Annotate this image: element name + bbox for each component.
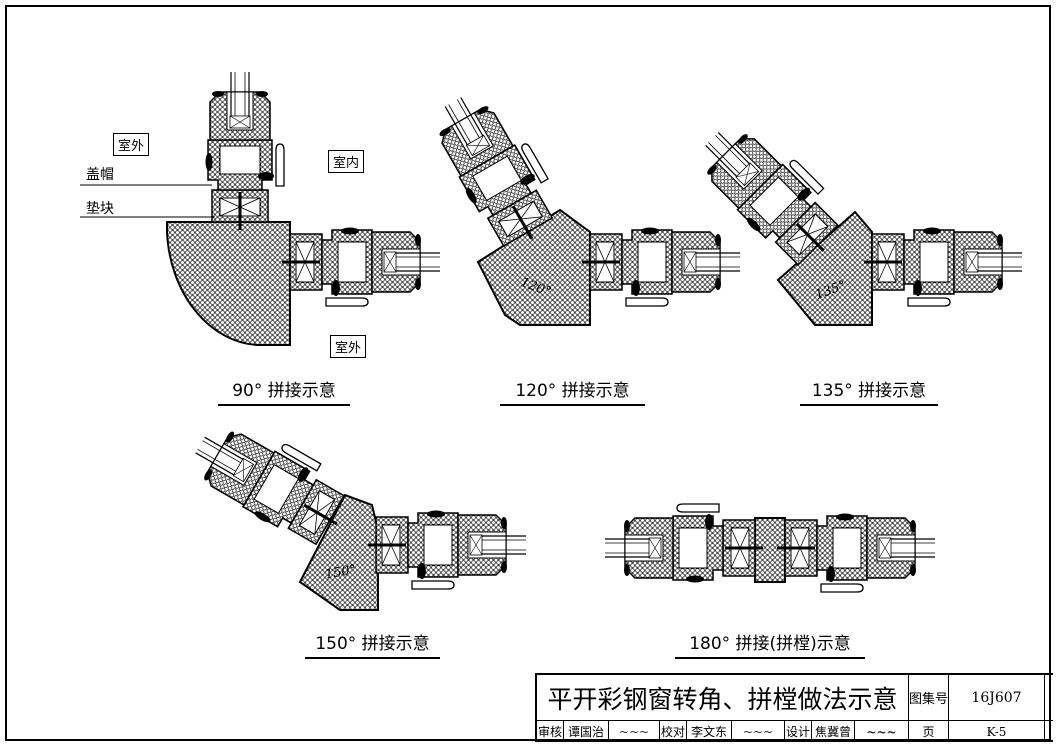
caption-180: 180° 拼接(拼樘)示意 bbox=[675, 629, 865, 659]
caption-135: 135° 拼接示意 bbox=[800, 376, 938, 406]
joint-135-drawing bbox=[686, 106, 1024, 326]
joint-180-drawing bbox=[603, 502, 937, 594]
label-outdoor-2: 室外 bbox=[330, 335, 367, 358]
label-cap: 盖帽 bbox=[86, 167, 114, 183]
drawing-title: 平开彩钢窗转角、拼樘做法示意 bbox=[537, 675, 909, 720]
label-outdoor: 室外 bbox=[113, 133, 150, 156]
check-label: 校对 bbox=[660, 721, 687, 742]
page-label: 页 bbox=[909, 721, 949, 742]
checker-signature: ~~~ bbox=[732, 721, 785, 742]
label-indoor: 室内 bbox=[328, 150, 365, 173]
sheet-border bbox=[5, 5, 1051, 741]
checker-name: 李文东 bbox=[687, 721, 732, 742]
review-label: 审核 bbox=[537, 721, 564, 742]
joint-120-drawing bbox=[421, 78, 742, 326]
atlas-label: 图集号 bbox=[909, 675, 949, 720]
caption-150: 150° 拼接示意 bbox=[305, 629, 440, 659]
designer-signature: ~~~ bbox=[855, 721, 909, 742]
caption-120: 120° 拼接示意 bbox=[500, 376, 645, 406]
designer-name: 焦冀曾 bbox=[812, 721, 855, 742]
reviewer-name: 谭国治 bbox=[564, 721, 609, 742]
design-label: 设计 bbox=[785, 721, 812, 742]
label-spacer: 垫块 bbox=[86, 201, 114, 217]
reviewer-signature: ~~~ bbox=[609, 721, 660, 742]
caption-90: 90° 拼接示意 bbox=[218, 376, 350, 406]
joint-90-drawing bbox=[80, 70, 442, 346]
page-number: K-5 bbox=[949, 721, 1045, 742]
joint-150-drawing bbox=[181, 405, 528, 611]
atlas-number: 16J607 bbox=[949, 675, 1045, 720]
title-block: 平开彩钢窗转角、拼樘做法示意 图集号 16J607 审核 谭国治 ~~~ 校对 … bbox=[535, 673, 1053, 742]
